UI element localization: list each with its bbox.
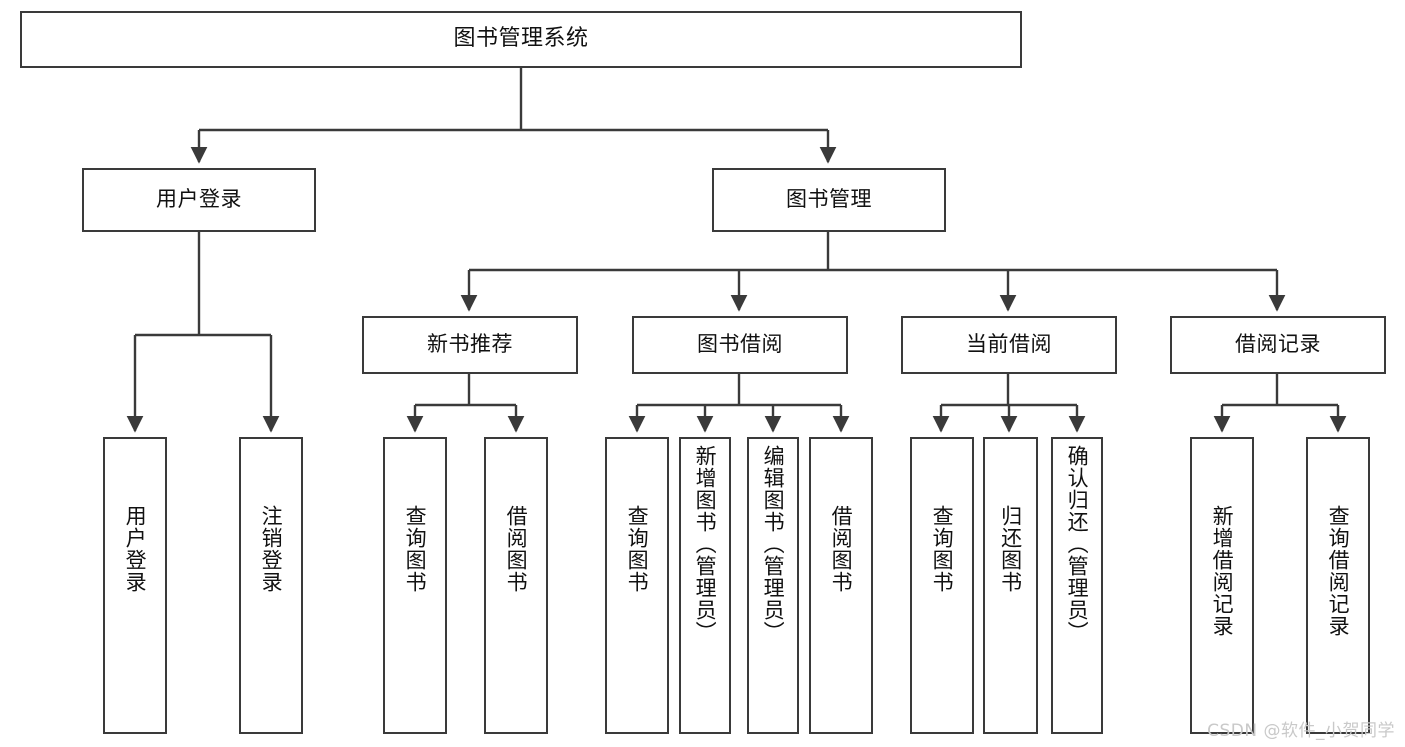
leaf-book-borrow-edit[interactable]: 编辑图书（管理员） (747, 437, 799, 734)
node-label: 借阅图书 (829, 505, 854, 593)
node-label: 新书推荐 (427, 332, 513, 357)
node-current-borrow[interactable]: 当前借阅 (901, 316, 1117, 374)
leaf-user-login-login[interactable]: 用户登录 (103, 437, 167, 734)
leaf-user-login-logout[interactable]: 注销登录 (239, 437, 303, 734)
leaf-new-book-query[interactable]: 查询图书 (383, 437, 447, 734)
leaf-new-book-borrow[interactable]: 借阅图书 (484, 437, 548, 734)
node-label: 确认归还（管理员） (1065, 445, 1090, 643)
node-label: 图书管理系统 (453, 26, 589, 52)
node-label: 新增借阅记录 (1210, 505, 1235, 637)
node-borrow-record[interactable]: 借阅记录 (1170, 316, 1386, 374)
node-label: 注销登录 (259, 505, 284, 593)
leaf-book-borrow-add[interactable]: 新增图书（管理员） (679, 437, 731, 734)
node-label: 查询图书 (403, 505, 428, 593)
node-label: 当前借阅 (966, 332, 1052, 357)
leaf-current-borrow-confirm[interactable]: 确认归还（管理员） (1051, 437, 1103, 734)
node-user-login[interactable]: 用户登录 (82, 168, 316, 232)
node-label: 查询图书 (930, 505, 955, 593)
node-book-borrow[interactable]: 图书借阅 (632, 316, 848, 374)
node-label: 用户登录 (156, 187, 242, 212)
leaf-borrow-record-add[interactable]: 新增借阅记录 (1190, 437, 1254, 734)
node-label: 用户登录 (123, 505, 148, 593)
node-label: 查询图书 (625, 505, 650, 593)
node-label: 借阅图书 (504, 505, 529, 593)
node-label: 编辑图书（管理员） (761, 445, 786, 643)
leaf-current-borrow-query[interactable]: 查询图书 (910, 437, 974, 734)
leaf-borrow-record-query[interactable]: 查询借阅记录 (1306, 437, 1370, 734)
node-root-system[interactable]: 图书管理系统 (20, 11, 1022, 68)
node-label: 图书借阅 (697, 332, 783, 357)
node-label: 查询借阅记录 (1326, 505, 1351, 637)
node-label: 借阅记录 (1235, 332, 1321, 357)
node-book-management[interactable]: 图书管理 (712, 168, 946, 232)
leaf-current-borrow-return[interactable]: 归还图书 (983, 437, 1038, 734)
node-new-book-recommend[interactable]: 新书推荐 (362, 316, 578, 374)
node-label: 新增图书（管理员） (693, 445, 718, 643)
leaf-book-borrow-query[interactable]: 查询图书 (605, 437, 669, 734)
leaf-book-borrow-borrow[interactable]: 借阅图书 (809, 437, 873, 734)
node-label: 图书管理 (786, 187, 872, 212)
node-label: 归还图书 (998, 505, 1023, 593)
